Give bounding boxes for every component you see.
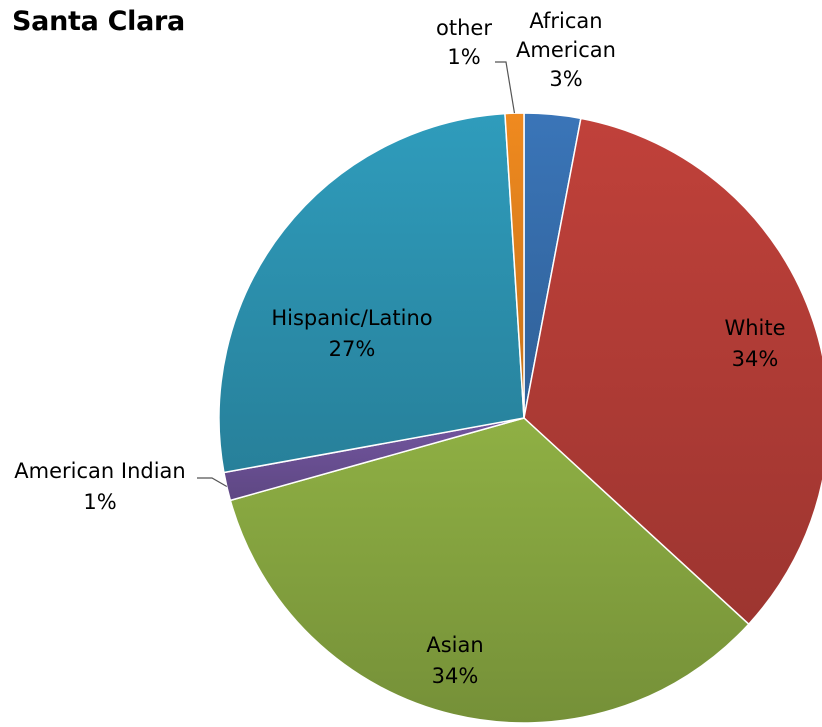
slice-name-african-american: American (516, 38, 616, 62)
slice-percent-asian: 34% (432, 664, 479, 688)
leader-line-other (495, 61, 516, 114)
slice-percent-african-american: 3% (549, 67, 582, 91)
slice-label-hispanic-latino: Hispanic/Latino 27% (271, 306, 432, 361)
slice-percent-other: 1% (447, 45, 480, 69)
slice-name-white: White (724, 316, 785, 340)
pie-slice-asian (229, 417, 750, 724)
slice-name-other: other (436, 16, 492, 40)
slice-name-asian: Asian (426, 633, 483, 657)
slice-percent-american-indian: 1% (83, 490, 116, 514)
slice-name-african-american: African (529, 9, 602, 33)
chart-title: Santa Clara (12, 6, 185, 37)
slice-name-american-indian: American Indian (14, 459, 185, 483)
pie-slice-hispanic-latino (218, 112, 525, 474)
pie-slice-other (504, 112, 525, 419)
slice-label-asian: Asian 34% (426, 633, 483, 688)
slice-percent-hispanic-latino: 27% (329, 337, 376, 361)
leader-line-american-indian (197, 477, 228, 488)
slice-name-hispanic-latino: Hispanic/Latino (271, 306, 432, 330)
slice-label-white: White 34% (724, 316, 785, 371)
slice-percent-white: 34% (732, 347, 779, 371)
slice-label-american-indian: American Indian 1% (14, 459, 185, 514)
pie-slice-white (523, 117, 822, 626)
slice-label-other: other 1% (436, 16, 492, 69)
